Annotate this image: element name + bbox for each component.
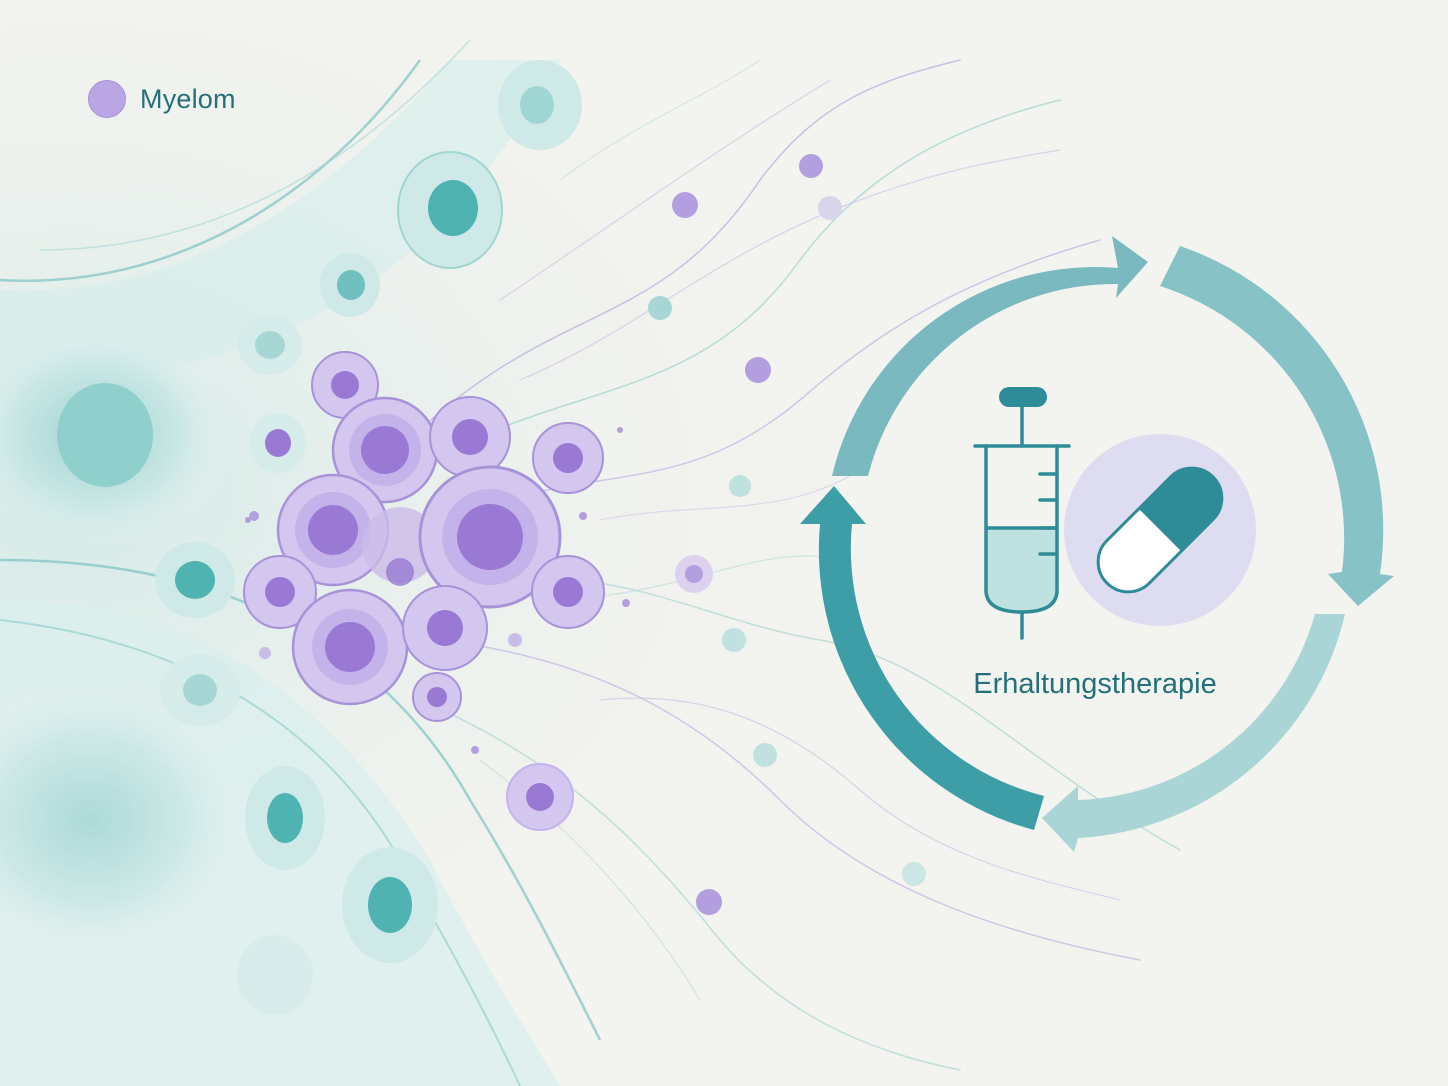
cycle-arrow-top [832,236,1148,476]
cycle-arrow-bottom [1042,614,1345,852]
myeloma-cell [418,465,562,609]
myeloma-cell-cluster [243,351,630,831]
myeloma-cell [243,555,317,629]
cycle-arrow-left [800,486,1044,830]
legend-label: Myelom [140,83,236,114]
healthy-cell [498,60,582,150]
healthy-cell [237,935,313,1015]
healthy-cell [342,847,438,963]
myeloma-cell [331,396,439,504]
healthy-cell [155,542,235,618]
cell-fragments [245,427,630,754]
healthy-cell [320,253,380,317]
legend-dot [88,80,126,118]
capsule-icon [1064,434,1256,626]
myeloma-cell [362,507,438,586]
myeloma-cell [531,555,605,629]
myeloma-cell [429,396,511,478]
cycle-label: Erhaltungstherapie [973,668,1217,700]
floating-particles [648,154,926,915]
myeloma-cell [506,763,574,831]
healthy-cell [397,151,503,269]
healthy-cell [245,766,325,870]
myeloma-cell [291,588,409,706]
myeloma-cell [276,473,390,587]
myeloma-cell [402,585,488,671]
healthy-cell [160,654,240,726]
healthy-cell [238,315,302,375]
healthy-cells [155,60,582,1015]
syringe-icon [973,387,1071,640]
myeloma-cell [412,672,462,722]
legend: Myelom [88,80,236,118]
healthy-cell [250,413,306,473]
myeloma-cell [532,422,604,494]
cycle-arrow-right [1160,246,1394,606]
maintenance-cycle-arrows [800,236,1394,852]
